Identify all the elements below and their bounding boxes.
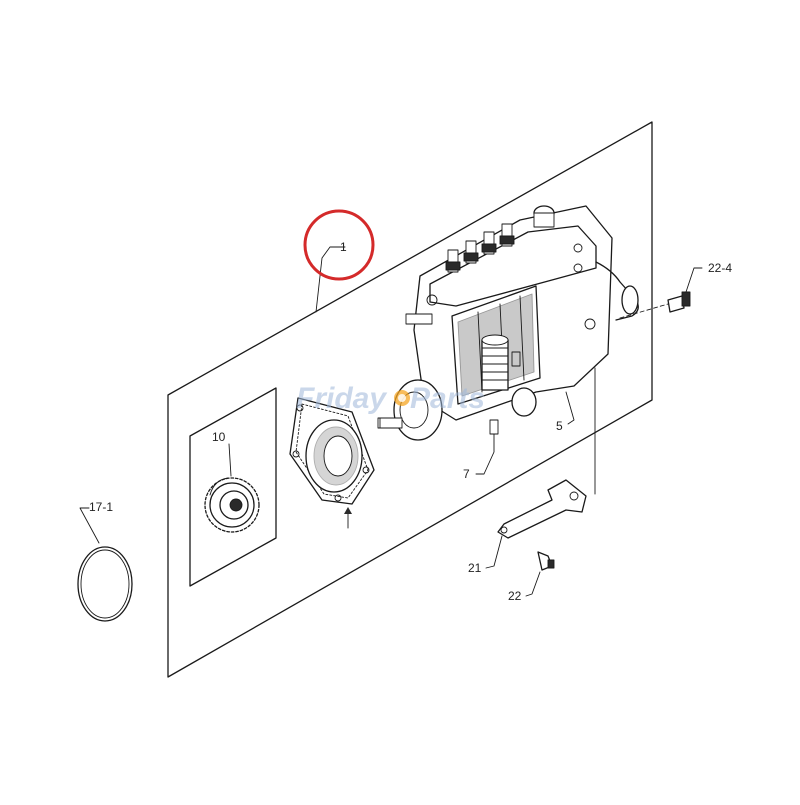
label-21: 21 bbox=[468, 561, 482, 575]
bracket-21: 21 bbox=[468, 479, 587, 575]
delivery-valve-studs bbox=[445, 223, 515, 273]
injection-pump bbox=[377, 205, 639, 441]
gasket-flange bbox=[289, 397, 375, 529]
watermark-brand: Friday bbox=[296, 382, 387, 415]
watermark: Friday Parts bbox=[296, 382, 485, 415]
label-5: 5 bbox=[556, 419, 563, 433]
label-22: 22 bbox=[508, 589, 522, 603]
label-22-4: 22-4 bbox=[708, 261, 732, 275]
label-17-1: 17-1 bbox=[89, 500, 113, 514]
label-10-callout: 10 bbox=[212, 430, 232, 477]
label-7: 7 bbox=[463, 467, 470, 481]
label-10: 10 bbox=[212, 430, 226, 444]
gear-sun-icon bbox=[394, 390, 410, 406]
bolt-22-4: 22-4 bbox=[619, 261, 732, 319]
assembly-frame bbox=[167, 121, 653, 678]
timing-gear bbox=[204, 477, 260, 533]
label-7-callout: 7 bbox=[463, 419, 499, 481]
oring-17-1: 17-1 bbox=[77, 500, 133, 622]
highlight-circle bbox=[303, 209, 375, 281]
watermark-suffix: Parts bbox=[410, 382, 485, 415]
label-1: 1 bbox=[340, 240, 347, 254]
gear-inset-box bbox=[189, 387, 277, 587]
label-5-callout: 5 bbox=[556, 391, 575, 433]
label-1-callout: 1 bbox=[315, 240, 347, 313]
bolt-22: 22 bbox=[508, 551, 555, 603]
